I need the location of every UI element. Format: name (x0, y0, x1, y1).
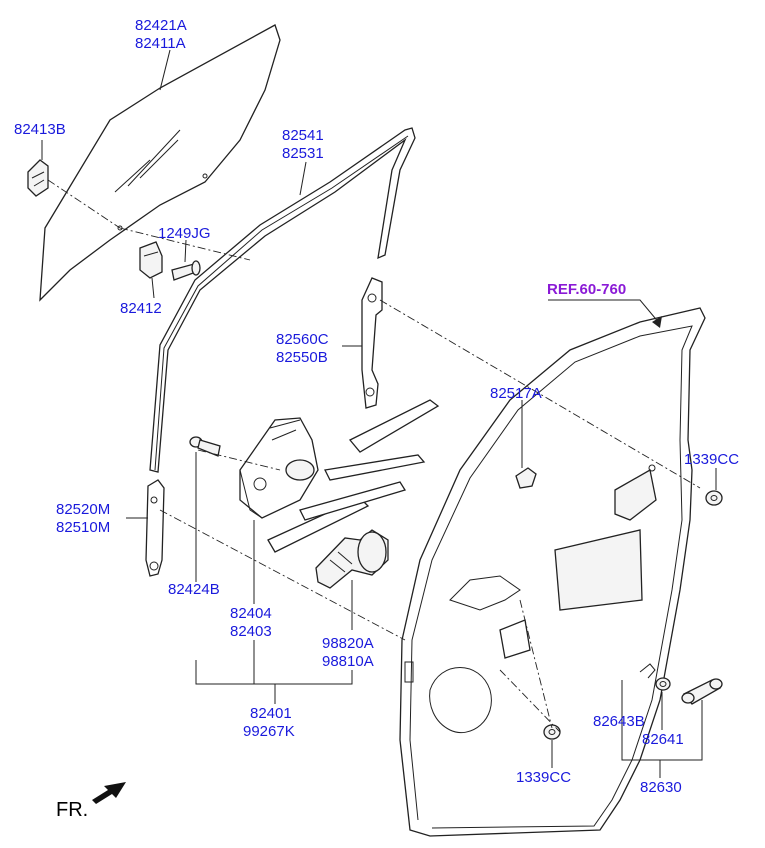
label-99267k: 99267K (243, 723, 295, 740)
label-82411a: 82411A (135, 35, 186, 52)
label-1339cc-bottom: 1339CC (516, 769, 571, 786)
label-82403: 82403 (230, 623, 272, 640)
label-ref-60-760: REF.60-760 (547, 281, 626, 298)
label-1339cc-top: 1339CC (684, 451, 739, 468)
door-inner-panel (399, 307, 706, 837)
label-82630: 82630 (640, 779, 682, 796)
label-82541: 82541 (282, 127, 324, 144)
snap-spring (639, 663, 656, 679)
washer (655, 677, 671, 691)
label-82531: 82531 (282, 145, 324, 162)
label-82424b: 82424B (168, 581, 220, 598)
bolt-82424b (189, 436, 221, 457)
label-82641: 82641 (642, 731, 684, 748)
rear-channel (361, 277, 383, 409)
front-channel (145, 479, 165, 577)
label-fr: FR. (56, 799, 88, 821)
label-82550b: 82550B (276, 349, 328, 366)
nut-top (705, 490, 723, 506)
label-82404: 82404 (230, 605, 272, 622)
window-regulator (239, 399, 440, 553)
label-82401: 82401 (250, 705, 292, 722)
label-1249jg: 1249JG (158, 225, 211, 242)
label-98820a: 98820A (322, 635, 374, 652)
bolt-1249jg (171, 260, 201, 281)
label-82413b: 82413B (14, 121, 66, 138)
label-82510m: 82510M (56, 519, 110, 536)
label-98810a: 98810A (322, 653, 374, 670)
window-motor (315, 529, 389, 589)
glass-bracket (27, 159, 49, 197)
door-glass (39, 24, 281, 302)
label-82517a: 82517A (490, 385, 542, 402)
glass-run-weatherstrip (149, 127, 416, 473)
label-82421a: 82421A (135, 17, 187, 34)
leader-lines (41, 49, 717, 778)
glass-holder (139, 241, 163, 279)
clip-82517a (515, 467, 537, 489)
label-82520m: 82520M (56, 501, 110, 518)
window-crank-handle (681, 678, 723, 705)
label-82412: 82412 (120, 300, 162, 317)
ref-arrow (548, 299, 662, 328)
fr-arrow-icon (92, 782, 126, 804)
label-82560c: 82560C (276, 331, 329, 348)
label-82643b: 82643B (593, 713, 645, 730)
